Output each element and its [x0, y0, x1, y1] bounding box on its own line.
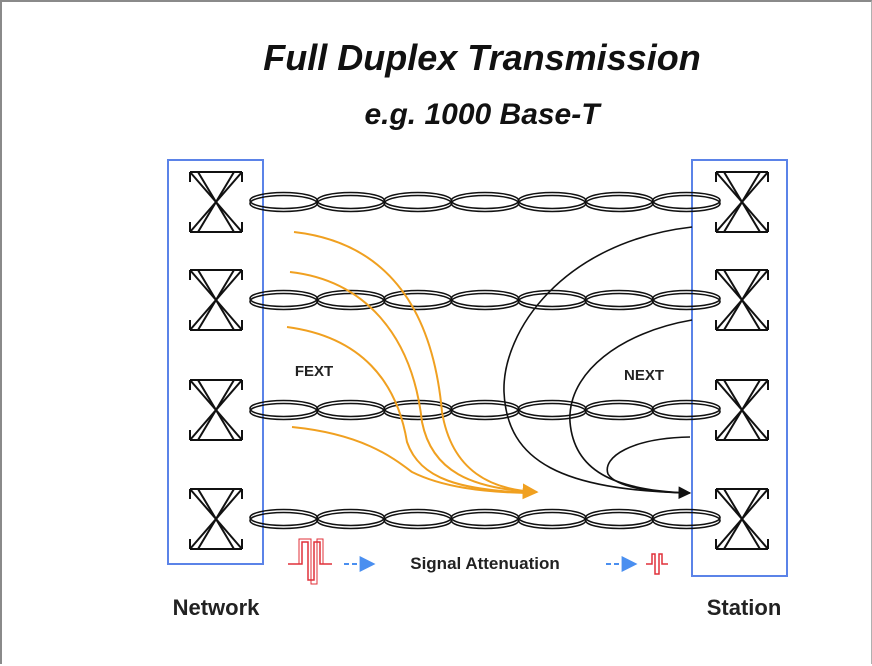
twist-loop: [652, 191, 721, 210]
twist-loop: [652, 402, 721, 421]
twisted-pairs: [249, 191, 721, 530]
page-subtitle: e.g. 1000 Base-T: [364, 98, 602, 131]
fext-curve: [286, 326, 531, 494]
page-title: Full Duplex Transmission: [263, 37, 700, 78]
twist-loop: [652, 399, 721, 418]
next-label: NEXT: [624, 367, 664, 384]
network-label: Network: [173, 595, 261, 620]
fext-label: FEXT: [295, 363, 333, 380]
fext-curve: [293, 231, 539, 500]
twisted-pair: [249, 399, 721, 421]
bowtie-transformer-icon: [189, 488, 243, 550]
twist-loop: [652, 508, 721, 527]
bowtie-transformer-icon: [715, 379, 769, 441]
network-frame: [167, 159, 264, 565]
next-curve: [569, 319, 693, 494]
bowtie-transformer-icon: [189, 379, 243, 441]
twisted-pair: [249, 191, 721, 213]
bowtie-transformer-icon: [189, 269, 243, 331]
twist-loop: [652, 194, 721, 213]
twist-loop: [652, 292, 721, 311]
transformers: [189, 171, 769, 550]
twisted-pair: [249, 508, 721, 530]
bowtie-transformer-icon: [715, 488, 769, 550]
twist-loop: [652, 289, 721, 308]
station-frame: [691, 159, 788, 577]
bowtie-transformer-icon: [189, 171, 243, 233]
station-label: Station: [707, 595, 782, 620]
next-curve: [606, 436, 691, 494]
pulse-small-icon: [646, 553, 668, 575]
next-curve: [503, 226, 693, 500]
bowtie-transformer-icon: [715, 171, 769, 233]
attenuation-label: Signal Attenuation: [410, 554, 560, 573]
twist-loop: [652, 511, 721, 530]
fext-curve: [291, 426, 528, 494]
pulse-large-icon: [288, 538, 332, 585]
bowtie-transformer-icon: [715, 269, 769, 331]
fext-crosstalk-curves: [286, 231, 539, 500]
twisted-pair: [249, 289, 721, 311]
next-crosstalk-curves: [503, 226, 693, 500]
fext-curve: [289, 271, 533, 493]
